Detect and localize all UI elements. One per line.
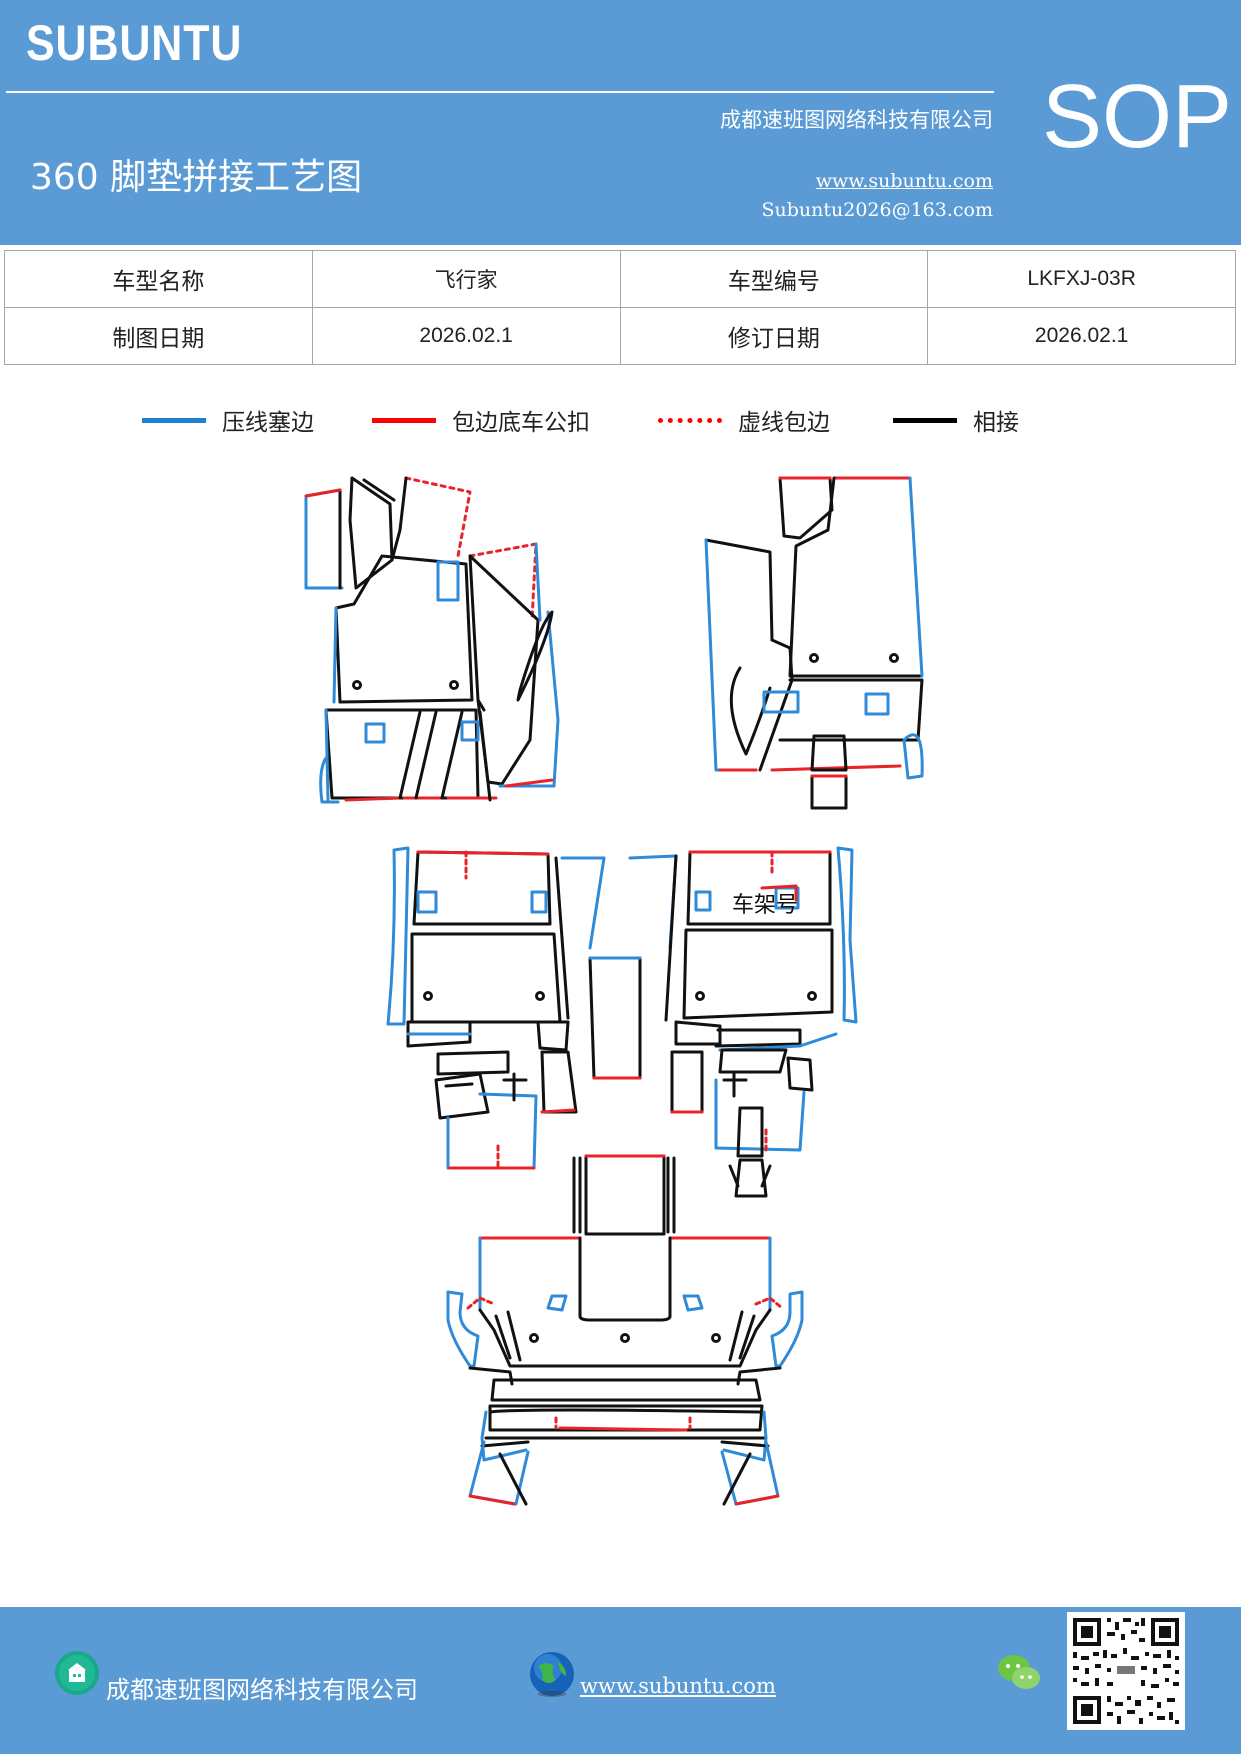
legend-swatch-black xyxy=(893,417,957,423)
header-company-name: 成都速班图网络科技有限公司 xyxy=(720,108,993,132)
middle-left-mat-group xyxy=(386,846,642,1170)
label-model-name: 车型名称 xyxy=(4,250,313,308)
legend-label: 压线塞边 xyxy=(222,410,314,436)
page-title: 360 脚垫拼接工艺图 xyxy=(30,157,363,198)
front-left-mat-group xyxy=(304,476,560,804)
vehicle-info-table: 车型名称 飞行家 车型编号 LKFXJ-03R 制图日期 2026.02.1 修… xyxy=(4,250,1236,365)
qr-code xyxy=(1067,1612,1185,1730)
value-model-code: LKFXJ-03R xyxy=(927,250,1236,308)
footer-website-link[interactable]: www.subuntu.com xyxy=(580,1674,776,1698)
brand-logo-text: SUBUNTU xyxy=(26,15,243,71)
legend-swatch-red xyxy=(372,417,436,423)
legend-item-press-line: 压线塞边 xyxy=(142,400,314,440)
legend-swatch-red-dotted xyxy=(658,417,722,423)
legend-item-dotted-binding: 虚线包边 xyxy=(658,400,830,440)
header-divider xyxy=(6,91,994,93)
value-revise-date: 2026.02.1 xyxy=(927,307,1236,365)
value-model-name: 飞行家 xyxy=(311,250,621,308)
legend-label: 虚线包边 xyxy=(738,410,830,436)
table-row: 制图日期 2026.02.1 修订日期 2026.02.1 xyxy=(4,307,1236,365)
value-draw-date: 2026.02.1 xyxy=(311,307,621,365)
wechat-icon[interactable] xyxy=(996,1652,1044,1694)
legend-label: 包边底车公扣 xyxy=(452,410,590,436)
front-right-mat-group xyxy=(704,476,924,810)
header-website-link[interactable]: www.subuntu.com xyxy=(815,170,993,192)
legend-item-joined: 相接 xyxy=(893,400,1019,440)
legend-item-edge-binding: 包边底车公扣 xyxy=(372,400,590,440)
footer-company-name: 成都速班图网络科技有限公司 xyxy=(106,1676,418,1704)
label-revise-date: 修订日期 xyxy=(619,307,929,365)
legend-swatch-blue xyxy=(142,417,206,423)
floor-mat-diagram: 车架号 xyxy=(304,476,924,1506)
sop-badge: SOP xyxy=(1042,67,1233,167)
globe-icon xyxy=(530,1652,574,1697)
header-banner xyxy=(0,0,1241,245)
label-draw-date: 制图日期 xyxy=(4,307,313,365)
middle-right-mat-group xyxy=(628,846,858,1198)
table-row: 车型名称 飞行家 车型编号 LKFXJ-03R xyxy=(4,250,1236,308)
legend-label: 相接 xyxy=(973,410,1019,436)
header-email: Subuntu2026@163.com xyxy=(761,199,993,221)
frame-number-label: 车架号 xyxy=(732,893,798,918)
rear-mat-group xyxy=(446,1154,804,1506)
label-model-code: 车型编号 xyxy=(619,250,929,308)
building-icon xyxy=(55,1651,99,1695)
